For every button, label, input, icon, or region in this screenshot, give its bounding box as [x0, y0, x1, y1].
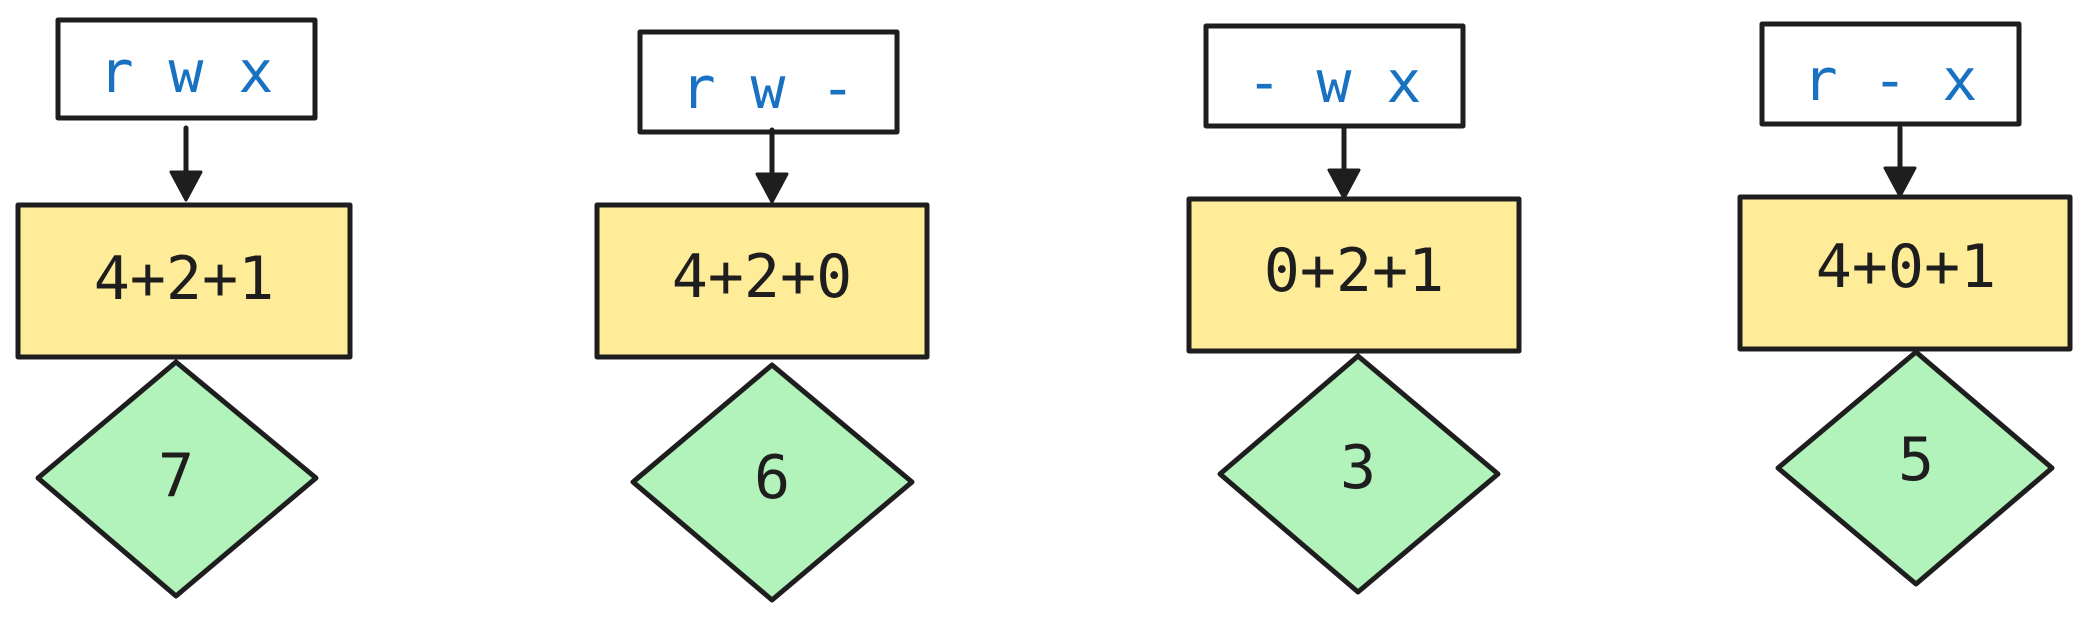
permission-box	[55, 17, 318, 121]
sum-text: 0+2+1	[1264, 236, 1445, 306]
sum-box	[15, 202, 353, 360]
result-text: 3	[1340, 433, 1376, 503]
sum-box	[1737, 194, 2073, 352]
sum-text: 4+2+1	[94, 244, 275, 314]
permission-text: r w -	[681, 54, 856, 122]
sum-box	[1186, 196, 1522, 354]
result-text: 6	[754, 443, 790, 513]
sum-text: 4+0+1	[1816, 232, 1997, 302]
result-diamond	[35, 359, 319, 599]
result-text: 5	[1898, 425, 1934, 495]
permission-box	[1759, 21, 2022, 127]
result-diamond	[1775, 349, 2055, 587]
permission-text: r - x	[1803, 46, 1978, 114]
arrow-head	[1883, 166, 1917, 198]
permission-box	[1203, 23, 1466, 129]
permission-text: r w x	[99, 38, 274, 106]
column-4: r - x 4+0+1 5	[1737, 21, 2073, 587]
arrow-head	[1327, 168, 1361, 200]
sum-box	[594, 202, 930, 360]
sum-text: 4+2+0	[672, 242, 853, 312]
result-diamond	[1217, 353, 1501, 595]
result-text: 7	[158, 441, 194, 511]
arrow-head	[169, 170, 203, 202]
permission-text: - w x	[1247, 48, 1422, 116]
column-1: r w x 4+2+1 7	[15, 17, 353, 599]
column-2: r w - 4+2+0 6	[594, 29, 930, 603]
result-diamond	[630, 362, 915, 603]
column-3: - w x 0+2+1 3	[1186, 23, 1522, 595]
arrow-head	[755, 172, 789, 204]
permission-box	[637, 29, 900, 135]
